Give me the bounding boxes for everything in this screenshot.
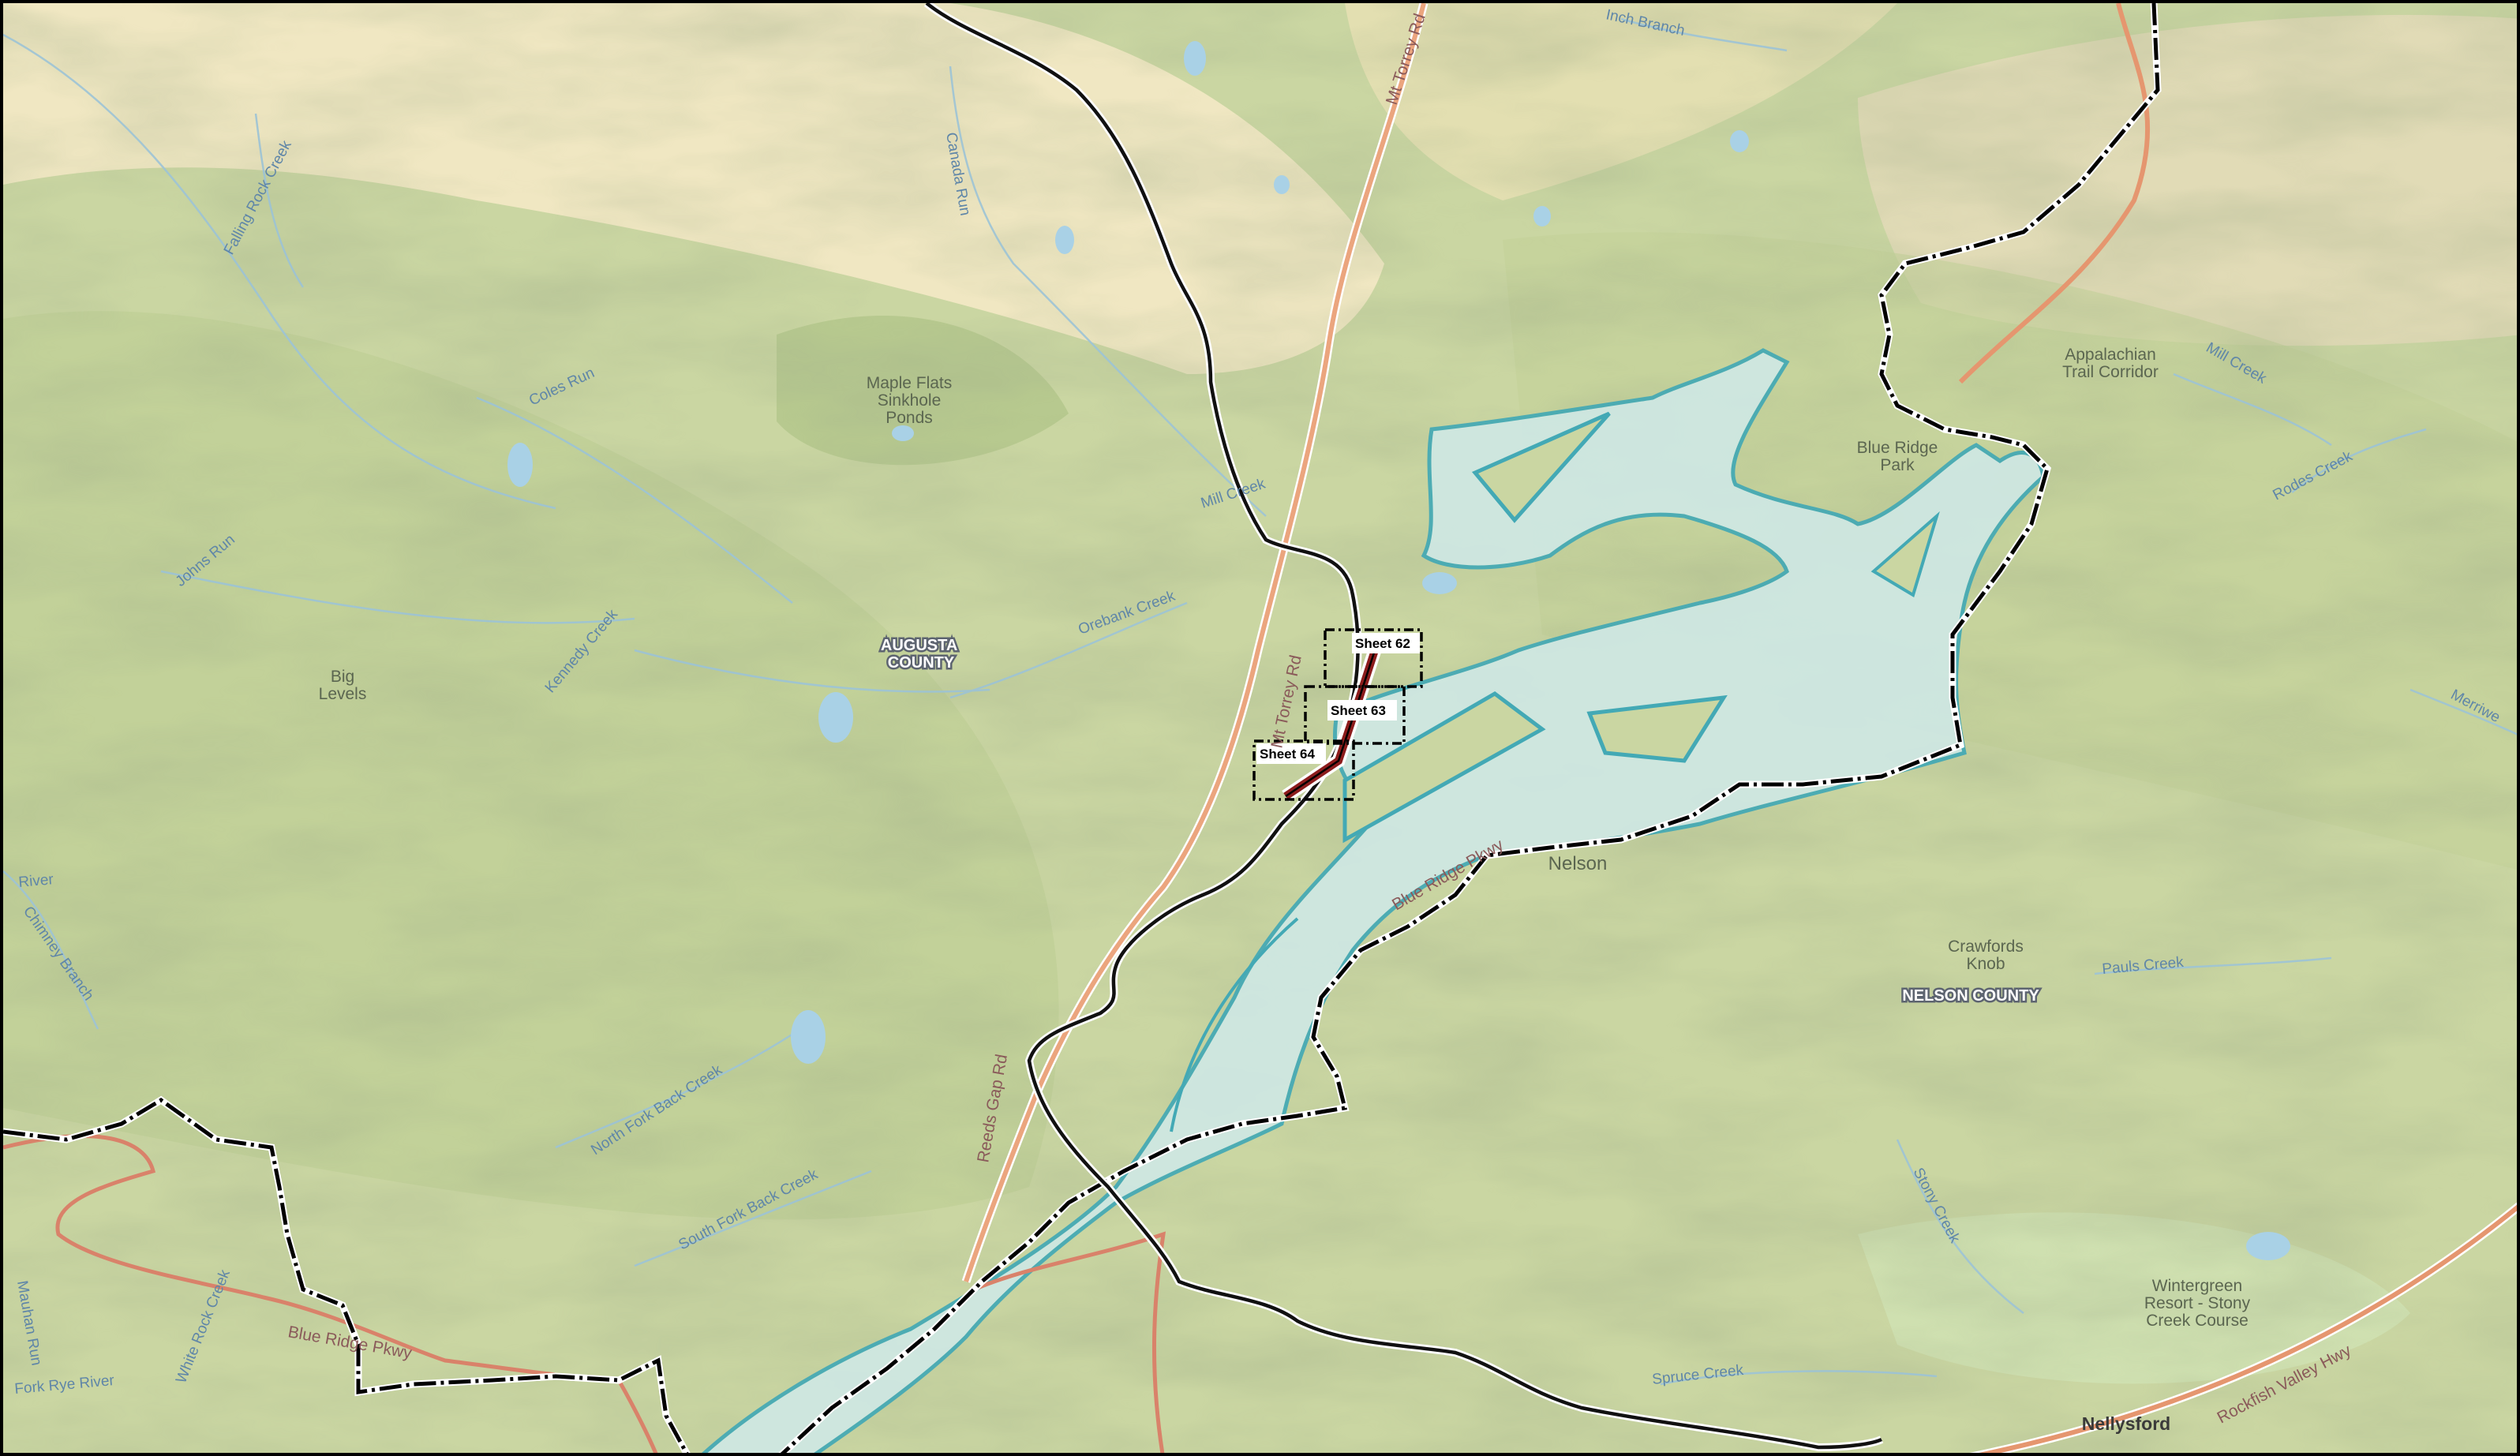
stream — [476, 396, 793, 604]
sheet-62-label: Sheet 62 — [1355, 636, 1410, 651]
project-outline-segment — [1170, 917, 1299, 1132]
sheet-62-label-bg — [1352, 633, 1420, 653]
pipeline-route — [925, 3, 1883, 1450]
augusta-line: AUGUSTA — [881, 637, 957, 654]
stream — [949, 66, 1267, 517]
label-line: Wintergreen — [2152, 1277, 2242, 1295]
river-label: River — [18, 871, 55, 891]
label-line: Park — [1880, 456, 1915, 474]
sheet-64-label: Sheet 64 — [1260, 747, 1315, 762]
stream — [3, 33, 556, 510]
label-line: Resort - Stony — [2144, 1294, 2251, 1312]
stream — [1896, 1139, 2024, 1314]
pond — [1274, 175, 1290, 194]
pond — [1184, 41, 1206, 76]
stream — [2291, 428, 2427, 493]
stream — [2094, 956, 2332, 975]
stream — [555, 1027, 801, 1149]
label-line: Ponds — [886, 409, 933, 427]
hillshade — [3, 3, 2517, 1453]
rockfish-valley-highway — [1979, 1204, 2517, 1453]
highway-segment — [1958, 3, 2151, 384]
stream — [634, 1170, 872, 1267]
sheet-63-label: Sheet 63 — [1331, 703, 1386, 718]
stream — [2410, 688, 2517, 735]
pond — [818, 692, 853, 743]
stream — [3, 870, 99, 1030]
project-polygon-inholding — [1342, 691, 1546, 844]
label-line: Sinkhole — [878, 391, 942, 410]
nelson-county-label: NELSON COUNTY — [1902, 987, 2039, 1005]
label-line: Blue Ridge — [1857, 439, 1938, 457]
sheet-63-label-bg — [1327, 700, 1397, 721]
project-polygon-inholding — [1471, 411, 1611, 523]
label-line: Knob — [1966, 955, 2005, 973]
pond — [892, 425, 914, 441]
pond — [1730, 130, 1749, 152]
stream — [2173, 372, 2332, 447]
county-boundary-southwest — [3, 1098, 689, 1453]
road-segment — [973, 1231, 1166, 1453]
sheet-index: Sheet 62 Sheet 63 Sheet 64 — [1253, 628, 1423, 801]
project-polygon-inholding — [1586, 694, 1728, 763]
pond — [1055, 226, 1074, 254]
sheet-64-label-bg — [1256, 743, 1326, 764]
label-line: Trail Corridor — [2062, 363, 2159, 381]
project-polygon — [702, 348, 2046, 1453]
label-line: Crawfords — [1948, 938, 2024, 956]
pond — [791, 1010, 826, 1064]
augusta-county-label: AUGUSTA COUNTY — [881, 637, 961, 672]
pond — [1422, 572, 1457, 594]
ponds — [507, 41, 2290, 1260]
label-line: Levels — [319, 685, 367, 703]
label-line: Creek Course — [2146, 1312, 2249, 1330]
stream — [949, 601, 1188, 699]
pond — [1533, 206, 1551, 226]
stream-network — [3, 17, 2517, 1386]
stream — [1660, 1370, 1938, 1386]
label-line: Maple Flats — [867, 374, 953, 392]
project-area — [702, 348, 2046, 1453]
alignment-centerline — [1285, 649, 1376, 798]
label-line: Big — [331, 668, 354, 686]
project-polygon-inholding — [1870, 511, 1940, 598]
pond — [507, 443, 533, 487]
map-canvas: Sheet 62 Sheet 63 Sheet 64 AUGUSTA COUNT… — [3, 3, 2517, 1453]
label-line: Appalachian — [2065, 346, 2156, 364]
stream — [634, 649, 990, 693]
stream — [254, 113, 305, 288]
utility-line — [923, 3, 1884, 1452]
nellysford-label: Nellysford — [2082, 1413, 2170, 1434]
pond — [2246, 1232, 2290, 1260]
augusta-nelson-boundary — [780, 3, 2160, 1453]
augusta-line: COUNTY — [888, 654, 955, 672]
stream — [1620, 17, 1788, 52]
stream — [160, 570, 635, 624]
county-boundary — [3, 3, 2162, 1453]
nelson-place-label: Nelson — [1548, 853, 1608, 874]
